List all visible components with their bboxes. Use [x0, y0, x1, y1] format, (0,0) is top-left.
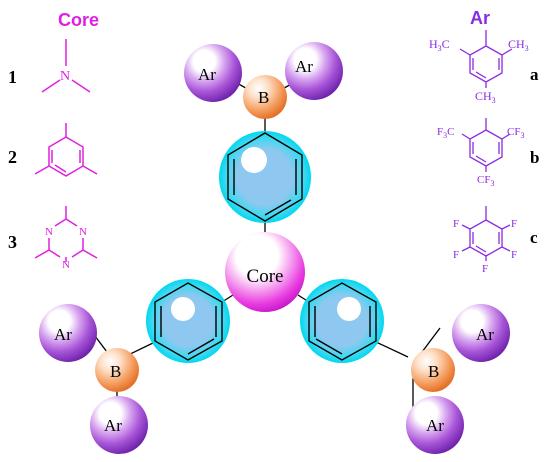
right-boron-sphere: B	[411, 348, 455, 392]
triazine-n-2: N	[45, 226, 53, 238]
f-label-1: F	[453, 218, 459, 230]
f-label-5: F	[482, 263, 488, 275]
nitrogen-label: N	[60, 69, 70, 84]
f-label-4: F	[511, 249, 517, 261]
cf3-bottom-label: CF3	[477, 174, 494, 188]
triazine-n-1: N	[79, 226, 87, 238]
boron-label-left: B	[110, 362, 121, 381]
f-label-2: F	[511, 218, 517, 230]
triazine-n-3: N	[62, 259, 70, 271]
core-sphere: Core	[225, 232, 305, 312]
core-sphere-label: Core	[247, 266, 284, 287]
methyl-bottom-label: CH3	[475, 89, 496, 105]
core-header: Core	[58, 10, 99, 30]
core-2-mesitylene	[34, 123, 98, 177]
ar-label-top-left: Ar	[198, 65, 216, 84]
cf3-left-label: F3C	[437, 126, 454, 140]
ar-letter-a: a	[530, 65, 539, 84]
top-phenyl-ring	[219, 131, 311, 223]
ar-b-cf3-phenyl	[461, 118, 511, 172]
ar-label-right-upper: Ar	[476, 325, 494, 344]
core-number-1: 1	[8, 67, 17, 87]
boron-label-top: B	[258, 88, 269, 107]
core-1-trimethylamine	[41, 39, 91, 93]
ar-header: Ar	[470, 8, 490, 28]
right-upper-ar-sphere: Ar	[452, 304, 510, 362]
ar-a-mesityl	[459, 30, 513, 88]
top-boron-sphere: B	[243, 75, 287, 119]
ar-label-left-lower: Ar	[104, 416, 122, 435]
core-number-2: 2	[8, 147, 17, 167]
left-boron-sphere: B	[95, 348, 139, 392]
ar-letter-b: b	[530, 148, 539, 167]
f-label-3: F	[453, 249, 459, 261]
right-phenyl-ring	[300, 279, 384, 363]
boron-label-right: B	[428, 362, 439, 381]
core-3-triazine	[34, 206, 98, 262]
ar-c-pentafluorophenyl	[461, 206, 511, 261]
left-lower-ar-sphere: Ar	[90, 396, 148, 454]
top-left-ar-sphere: Ar	[184, 44, 242, 102]
ar-label-right-lower: Ar	[426, 416, 444, 435]
top-right-ar-sphere: Ar	[285, 42, 343, 100]
core-number-3: 3	[8, 232, 17, 252]
ar-letter-c: c	[530, 228, 538, 247]
methyl-right-label: CH3	[508, 37, 529, 53]
left-upper-ar-sphere: Ar	[39, 304, 97, 362]
ar-label-top-right: Ar	[295, 57, 313, 76]
left-phenyl-ring	[146, 279, 230, 363]
cf3-right-label: CF3	[507, 126, 524, 140]
ar-label-left-upper: Ar	[54, 325, 72, 344]
right-lower-ar-sphere: Ar	[406, 396, 464, 454]
methyl-left-label: H3C	[429, 37, 450, 53]
